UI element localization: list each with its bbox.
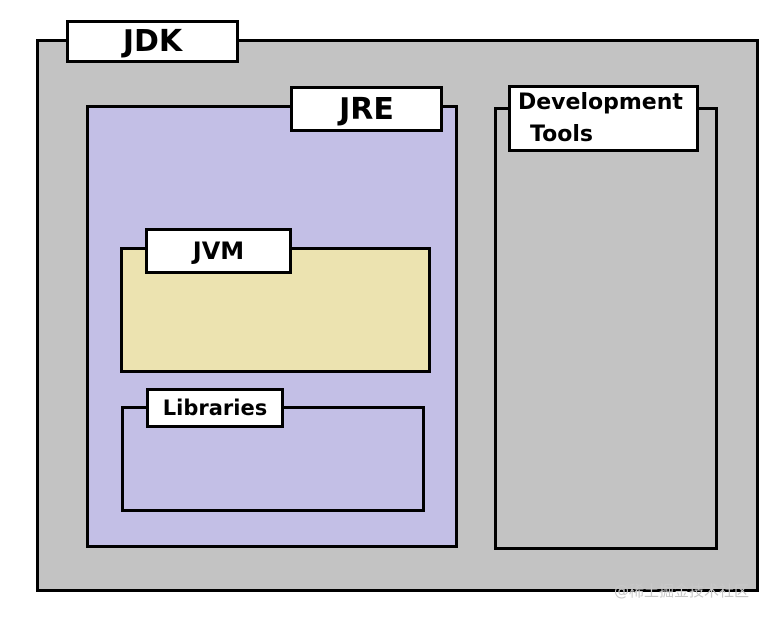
development-tools-label-line1: Development [518,89,683,115]
watermark: @稀土掘金技术社区 [614,582,750,600]
libraries-label: Libraries [146,388,284,428]
development-tools-label-line2: Tools [530,121,593,147]
jre-label: JRE [290,86,443,132]
jdk-label: JDK [66,20,239,63]
development-tools-box [494,107,718,550]
jvm-label: JVM [145,228,292,274]
development-tools-label: Development Tools [508,85,699,152]
